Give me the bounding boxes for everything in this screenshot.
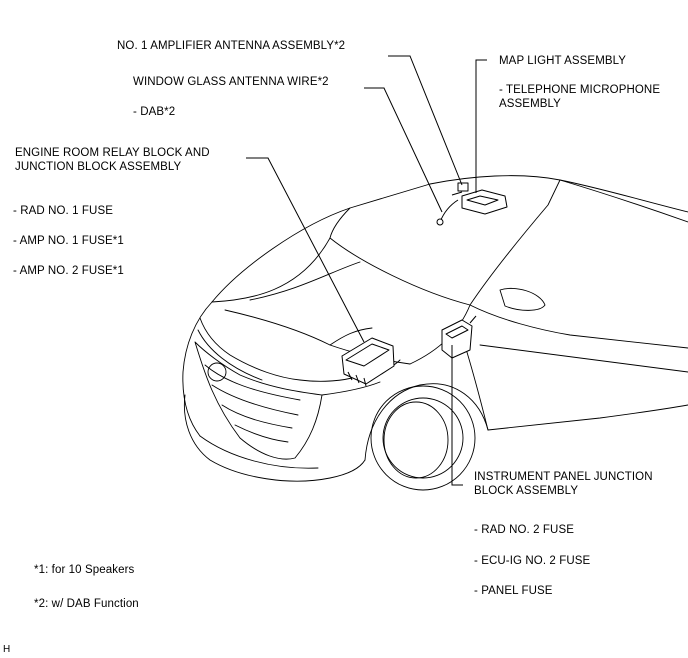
tel-mic-label-line1: - TELEPHONE MICROPHONE <box>499 84 661 96</box>
figure-code: H <box>3 644 11 655</box>
rad-no2-fuse-label: - RAD NO. 2 FUSE <box>474 524 575 536</box>
glass-antenna-label: WINDOW GLASS ANTENNA WIRE*2 <box>133 76 329 88</box>
rad-no1-fuse-label: - RAD NO. 1 FUSE <box>13 205 114 217</box>
map-light-label: MAP LIGHT ASSEMBLY <box>499 55 627 67</box>
engine-room-block-part <box>341 337 395 387</box>
ecu-ig-no2-fuse-label: - ECU-IG NO. 2 FUSE <box>474 555 591 567</box>
car-outline <box>182 175 688 491</box>
amp-no1-fuse-label: - AMP NO. 1 FUSE*1 <box>13 235 124 247</box>
dab-label: - DAB*2 <box>133 106 176 118</box>
ipjb-label-line1: INSTRUMENT PANEL JUNCTION <box>474 471 653 483</box>
glass-antenna-part <box>436 191 463 226</box>
instrument-panel-jb-part <box>441 315 477 359</box>
ipjb-label-line2: BLOCK ASSEMBLY <box>474 485 579 497</box>
map-light-part <box>457 182 508 215</box>
footnote-2: *2: w/ DAB Function <box>34 598 139 610</box>
engine-room-label-line1: ENGINE ROOM RELAY BLOCK AND <box>15 147 210 159</box>
leader-lines <box>246 55 487 486</box>
panel-fuse-label: - PANEL FUSE <box>474 585 553 597</box>
engine-room-label-line2: JUNCTION BLOCK ASSEMBLY <box>15 161 182 173</box>
amp-no2-fuse-label: - AMP NO. 2 FUSE*1 <box>13 265 124 277</box>
amp-antenna-label: NO. 1 AMPLIFIER ANTENNA ASSEMBLY*2 <box>117 40 346 52</box>
tel-mic-label-line2: ASSEMBLY <box>499 98 561 110</box>
footnote-1: *1: for 10 Speakers <box>34 564 135 576</box>
